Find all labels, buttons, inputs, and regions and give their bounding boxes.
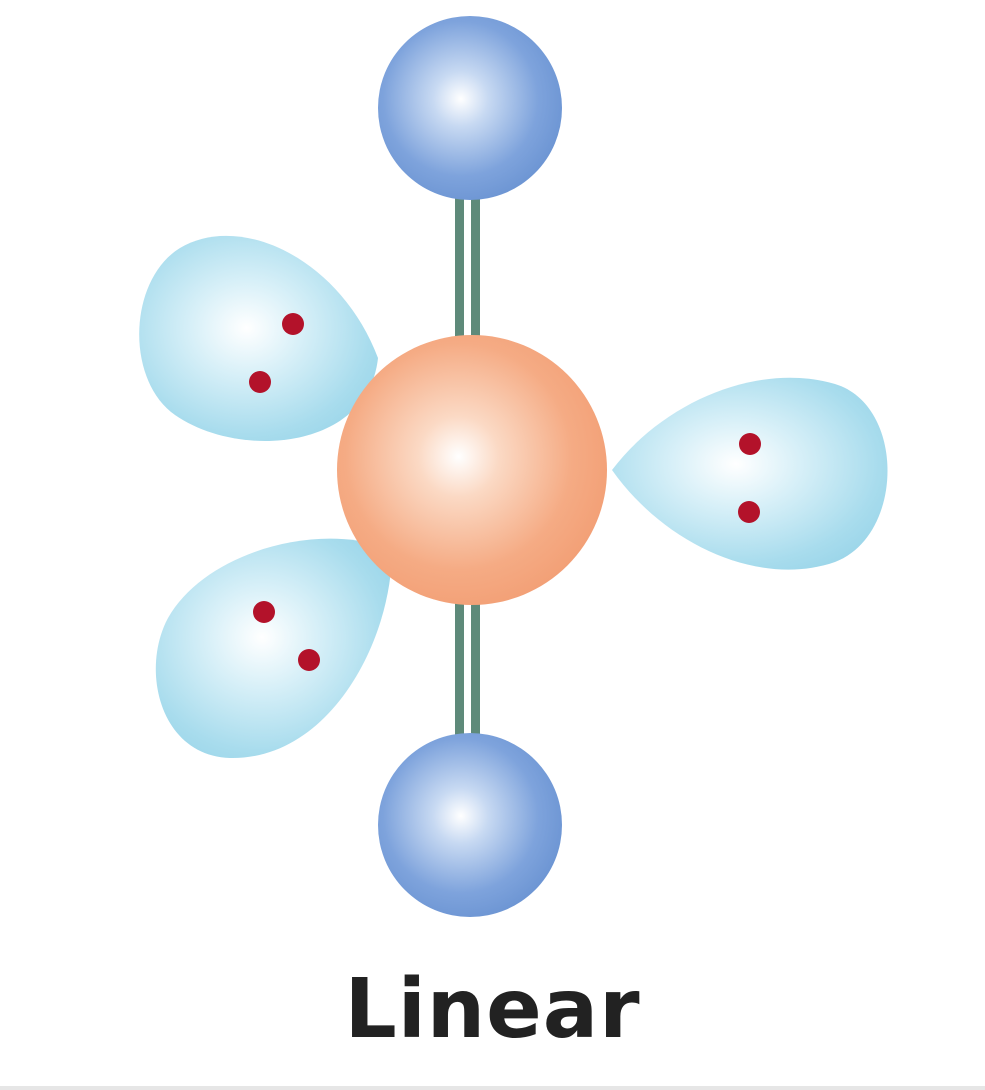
electron-dot [282, 313, 304, 335]
lone-pair-lobe-upper-left [139, 235, 378, 441]
geometry-caption: Linear [344, 962, 641, 1057]
lone-pair-lobe-lower-left [155, 538, 392, 759]
central-atom [337, 335, 607, 605]
electron-dot [298, 649, 320, 671]
electron-dot [253, 601, 275, 623]
bonded-atom-bottom [378, 733, 562, 917]
electron-dot [739, 433, 761, 455]
divider [0, 1086, 985, 1090]
electron-dot [249, 371, 271, 393]
bond-bottom [455, 585, 480, 760]
bonded-atom-top [378, 16, 562, 200]
bond-top [455, 180, 480, 355]
lone-pair-lobe-right [612, 377, 888, 570]
electron-dot [738, 501, 760, 523]
